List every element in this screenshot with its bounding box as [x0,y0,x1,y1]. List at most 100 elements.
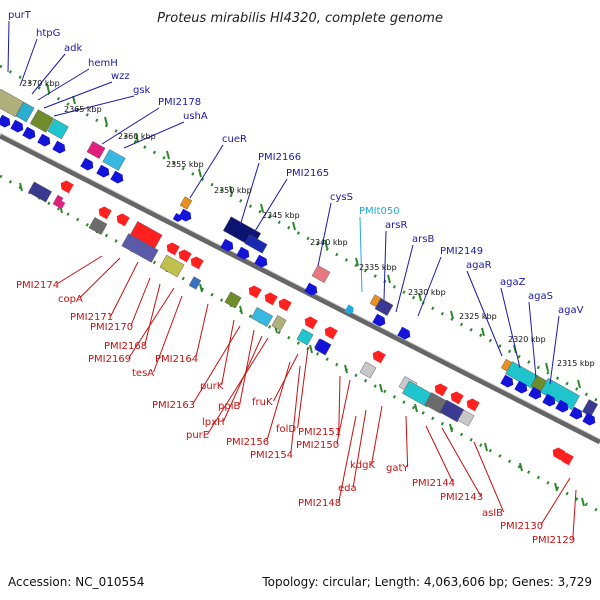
reverse-gene-block [121,233,159,263]
scale-tick [19,182,23,192]
reverse-gene-block [457,409,475,427]
reverse-gene-block [271,315,287,331]
reverse-gene-block [296,328,314,346]
gene-label-purt: purT [8,10,32,21]
scale-label: 2330 kbp [408,288,446,297]
gene-label-agav: agaV [558,305,584,316]
reverse-gene-arrow [324,326,338,340]
scale-tick [581,497,585,507]
leader-line [549,315,560,385]
scale-tick [344,364,348,374]
scale-tick [292,221,296,231]
forward-gene-arrow [569,406,583,420]
gene-label-pmi2148: PMI2148 [298,498,341,509]
gene-label-pmi2170: PMI2170 [90,322,133,333]
scale-tick [414,403,418,413]
leader-line [101,107,160,145]
reverse-gene-block [359,361,377,379]
leader-line [7,20,10,73]
scale-label: 2315 kbp [557,359,595,368]
scale-label: 2325 kbp [459,312,497,321]
leader-line [500,287,521,369]
leader-line [395,244,414,313]
gene-label-pmi2174: PMI2174 [16,280,59,291]
leader-line [251,178,288,237]
leader-line [297,347,309,429]
gene-label-pmi2165: PMI2165 [286,168,329,179]
leader-line [195,303,209,359]
forward-gene-arrow [236,246,250,260]
gene-features [0,88,599,466]
gene-label-pmi2171: PMI2171 [70,312,113,323]
reverse-gene-block [250,307,274,327]
reverse-gene-arrow [304,316,318,330]
forward-gene-arrow [10,119,24,133]
leader-line [110,261,139,317]
scale-tick [519,462,523,472]
leader-line [290,365,301,455]
leader-line [189,144,224,199]
scale-tick [484,442,488,452]
map-title: Proteus mirabilis HI4320, complete genom… [157,11,443,26]
forward-gene-arrow [52,140,66,154]
scale-tick [72,95,76,105]
forward-gene-arrow [397,326,411,340]
reverse-gene-arrow [560,452,574,466]
scale-tick [46,83,50,93]
forward-gene-arrow [542,393,556,407]
leader-line [56,255,103,285]
leader-line [359,216,363,293]
reverse-gene-block [159,254,185,278]
gene-label-agar: agaR [466,260,492,271]
gene-label-htpg: htpG [36,28,60,39]
leader-line [192,325,241,405]
scale-tick [104,116,108,126]
gene-label-pure: purE [186,430,209,441]
reverse-gene-arrow [278,298,292,312]
gene-label-tesa: tesA [132,368,154,379]
forward-gene-arrow [582,412,596,426]
forward-gene-block [540,377,580,411]
forward-gene-arrow [22,126,36,140]
leader-line [572,489,577,540]
scale-tick [324,239,328,249]
scale-tick [577,379,581,389]
forward-gene-arrow [220,238,234,252]
gene-label-adk: adk [64,43,82,54]
gene-label-pmi2178: PMI2178 [158,97,201,108]
reverse-gene-arrow [434,383,448,397]
leader-line [153,295,183,373]
gene-label-pmi2149: PMI2149 [440,246,483,257]
gene-label-arsr: arsR [385,220,407,231]
leader-line [221,319,235,386]
scale-tick [166,150,170,160]
scale-label: 2320 kbp [508,335,546,344]
gene-label-agaz: agaZ [500,277,526,288]
gene-label-pmit050: PMIt050 [359,206,400,217]
gene-label-kdgk: kdgK [350,460,375,471]
genome-backbone [0,133,600,445]
gene-label-pmi2129: PMI2129 [532,535,575,546]
gene-label-copa: copA [58,294,83,305]
scale-tick [355,257,359,267]
leader-line [417,256,442,317]
leader-line [43,81,113,109]
gene-label-pmi2156: PMI2156 [226,437,269,448]
reverse-gene-arrow [56,200,66,210]
backbone-highlight [0,132,600,440]
forward-gene-arrow [528,386,542,400]
label-leaders [7,20,577,540]
reverse-gene-block [28,181,52,203]
forward-gene-arrow [372,313,386,327]
leader-line [405,415,409,468]
scale-label: 2340 kbp [310,238,348,247]
gene-label-hemh: hemH [88,58,118,69]
scale-tick [387,274,391,284]
forward-gene-block [0,88,24,118]
gene-label-purk: purK [200,381,224,392]
gene-label-fold: folD [276,424,296,435]
gene-label-eda: eda [338,483,357,494]
leader-line [144,283,161,346]
